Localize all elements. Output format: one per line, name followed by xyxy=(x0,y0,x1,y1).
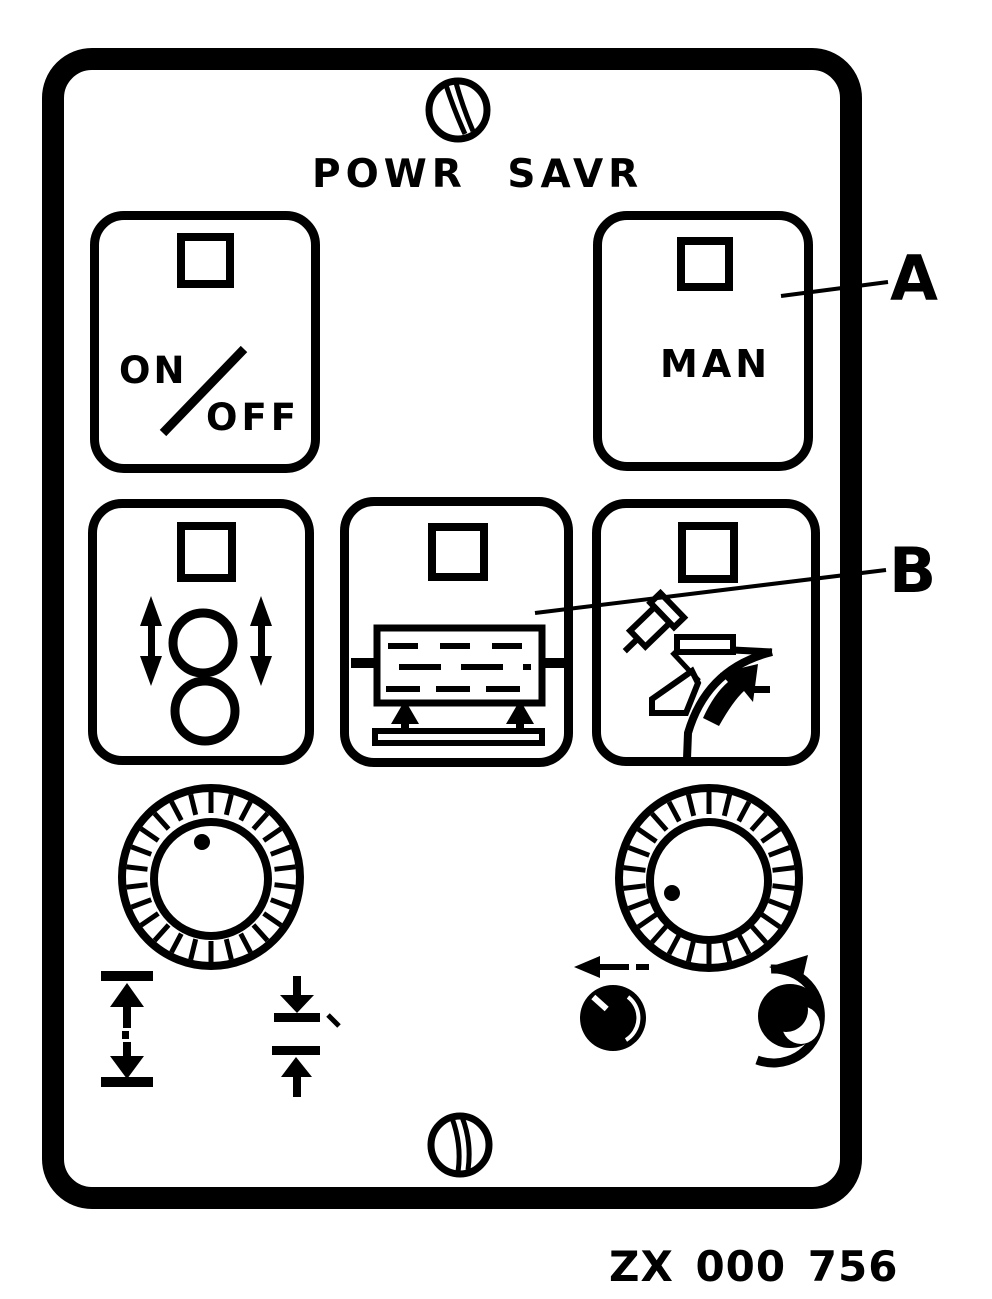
manual-indicator-window xyxy=(677,237,733,291)
rollers-up-down-button[interactable] xyxy=(88,499,314,765)
figure-reference-code: ZX 000 756 xyxy=(609,1242,899,1291)
platen-lift-button[interactable] xyxy=(340,497,573,767)
callout-label-b: B xyxy=(889,534,937,607)
manual-label: MAN xyxy=(660,342,772,386)
power-on-off-button[interactable] xyxy=(90,211,320,473)
rollers-indicator-window xyxy=(177,522,236,582)
power-on-label: ON xyxy=(119,349,188,392)
gun-tilt-button[interactable] xyxy=(592,499,820,766)
power-indicator-window xyxy=(177,233,234,288)
gun-tilt-indicator-window xyxy=(678,522,738,583)
power-off-label: OFF xyxy=(206,396,301,439)
callout-label-a: A xyxy=(890,242,938,315)
platen-indicator-window xyxy=(428,523,488,581)
page-title: POWR SAVR xyxy=(312,152,644,197)
manual-mode-button[interactable] xyxy=(593,211,813,471)
